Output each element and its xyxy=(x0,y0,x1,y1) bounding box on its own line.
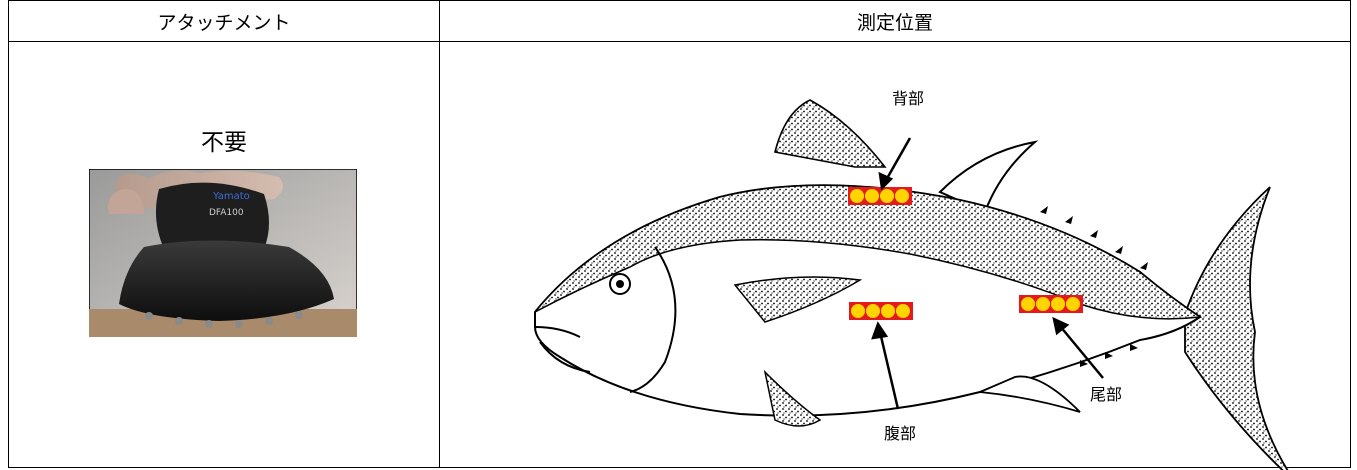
label-belly: 腹部 xyxy=(884,424,916,443)
marker-back xyxy=(848,187,912,205)
tuna-diagram: 背部 腹部 尾部 xyxy=(534,89,1289,470)
label-back: 背部 xyxy=(892,89,924,108)
device-brand-text: Yamato xyxy=(212,191,250,202)
tuna-illustration xyxy=(534,99,1289,470)
arrow-belly xyxy=(878,331,900,410)
attachment-cell: 不要 xyxy=(8,41,440,468)
header-attachment: アタッチメント xyxy=(8,0,440,42)
label-tail: 尾部 xyxy=(1090,385,1122,404)
marker-belly xyxy=(849,302,913,320)
measurement-position-cell: 背部 腹部 尾部 xyxy=(439,41,1351,470)
attachment-not-required-label: 不要 xyxy=(201,130,247,156)
spec-table: アタッチメント 測定位置 不要 xyxy=(8,0,1351,470)
marker-tail xyxy=(1019,295,1083,313)
arrow-tail xyxy=(1059,325,1104,379)
device-model-text: DFA100 xyxy=(209,208,244,218)
arrows xyxy=(871,137,1104,410)
header-measurement-position: 測定位置 xyxy=(439,0,1351,42)
device-photo: Yamato DFA100 xyxy=(89,169,357,337)
arrow-back xyxy=(883,137,912,183)
